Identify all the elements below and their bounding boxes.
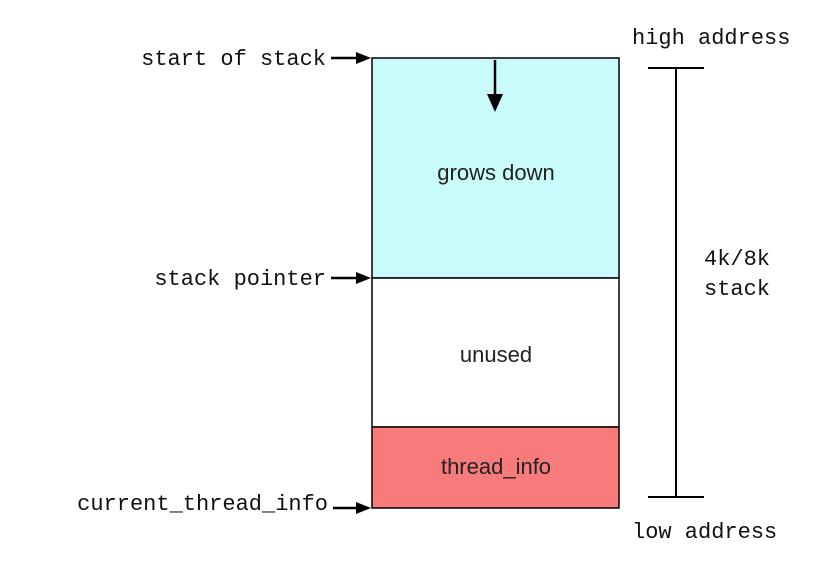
grows-down-label: grows down xyxy=(437,160,554,185)
stack-size-label-line1: 4k/8k xyxy=(704,247,770,272)
current-thread-info-label: current_thread_info xyxy=(77,492,328,517)
high-address-label: high address xyxy=(632,26,790,51)
thread-info-region xyxy=(371,426,620,509)
thread-info-label: thread_info xyxy=(441,454,551,479)
stack-size-bracket xyxy=(648,67,704,498)
stack-pointer-label: stack pointer xyxy=(154,267,326,292)
unused-label: unused xyxy=(460,342,532,367)
low-address-label: low address xyxy=(632,520,777,545)
unused-region xyxy=(371,277,620,428)
right-arrow-icon xyxy=(331,272,371,284)
right-arrow-icon xyxy=(331,52,371,64)
down-arrow-icon xyxy=(487,60,503,112)
right-arrow-icon xyxy=(333,502,371,514)
start-of-stack-label: start of stack xyxy=(141,47,326,72)
stack-size-label-line2: stack xyxy=(704,277,770,302)
